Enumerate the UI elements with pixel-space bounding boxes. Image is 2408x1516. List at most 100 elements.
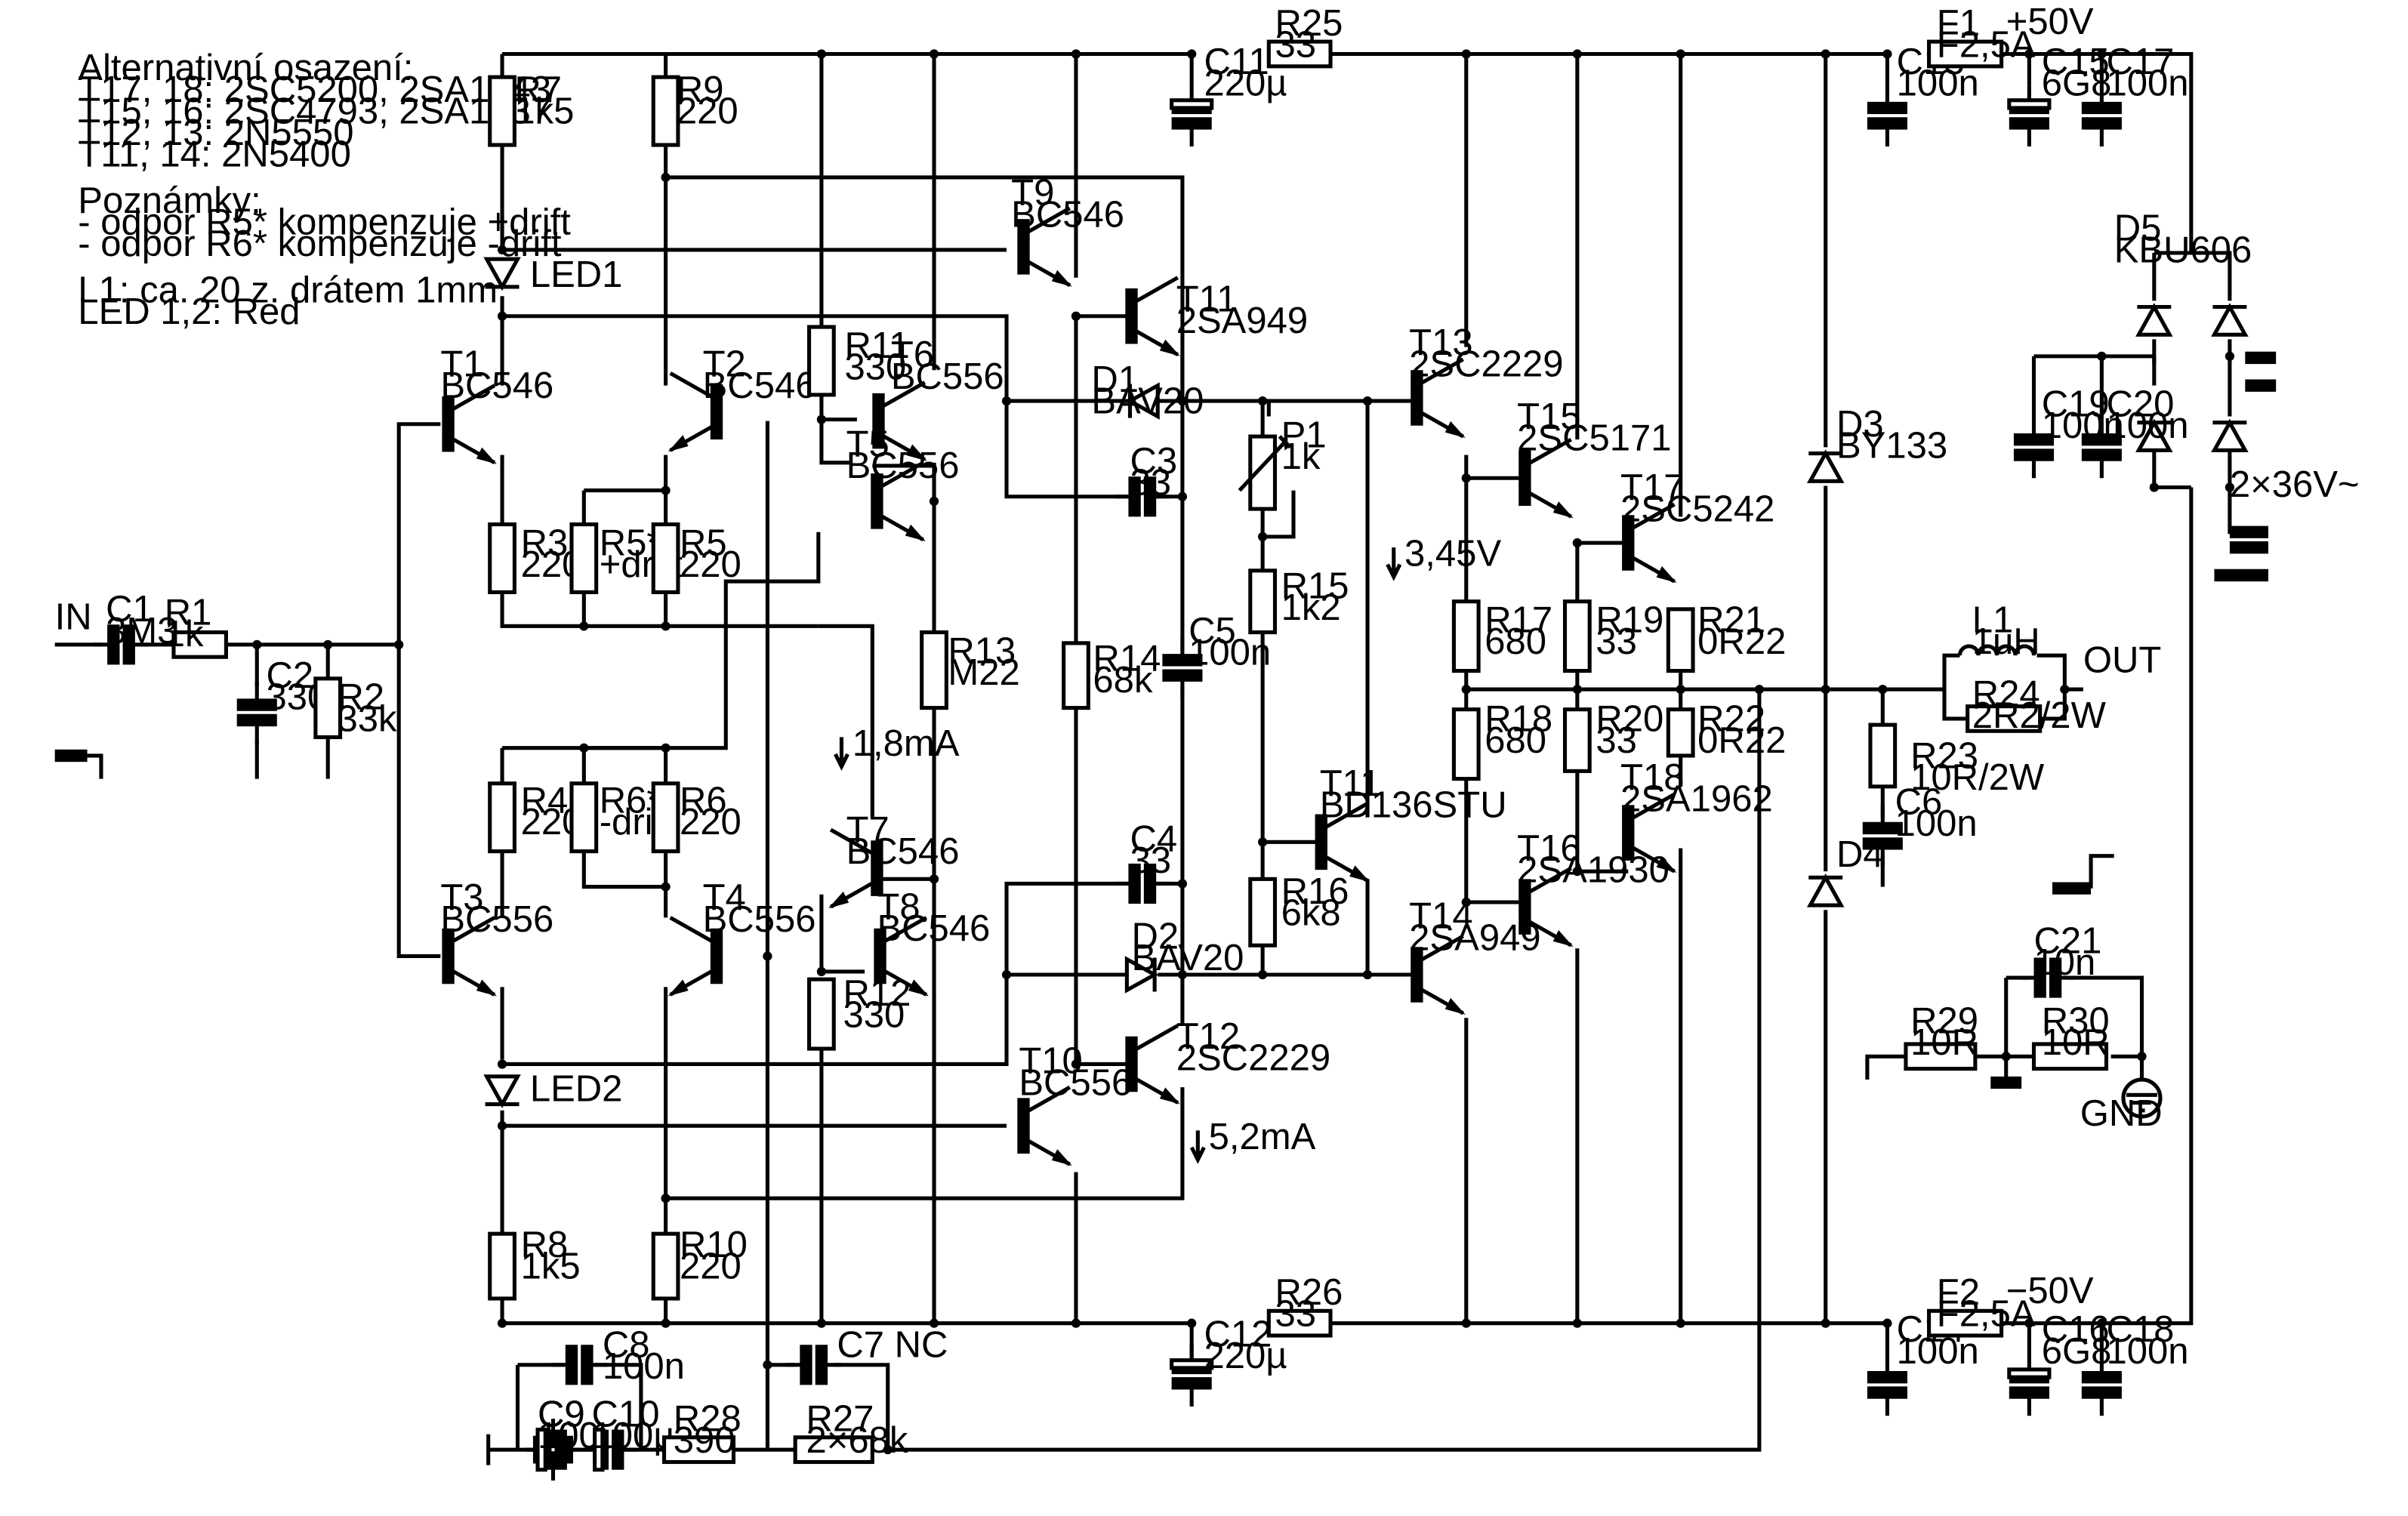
part-value: 10R xyxy=(1910,1022,1978,1063)
ref-designator: C16 xyxy=(2042,1309,2110,1350)
ref-designator: R26 xyxy=(1275,1272,1343,1313)
ref-designator: T6 xyxy=(891,334,934,375)
part-value: 220µ xyxy=(1204,1336,1287,1376)
part-value: 2R2/2W xyxy=(1972,695,2107,736)
part-value: F2,5A xyxy=(1937,25,2036,66)
part-value: 1k2 xyxy=(1281,587,1341,628)
ref-designator: R5* xyxy=(600,522,661,563)
current-1: 1,8mA xyxy=(853,723,960,764)
ref-designator: R11 xyxy=(845,325,910,366)
ref-designator: C6 xyxy=(1895,782,1943,823)
part-value: 390 xyxy=(674,1420,735,1461)
voltage-1: 3,45V xyxy=(1404,534,1501,575)
ref-designator: R2 xyxy=(337,677,384,718)
part-value: 0R22 xyxy=(1697,621,1786,662)
l1-note: L1: ca. 20 z. drátem 1mm xyxy=(78,270,498,310)
ref-designator: R15 xyxy=(1281,566,1349,607)
part-value: BC556 xyxy=(846,445,960,486)
part-value: 680 xyxy=(1485,720,1546,761)
part-value: BD136STU xyxy=(1320,785,1507,826)
part-value: 68k xyxy=(1093,660,1153,701)
plus50-label: +50V xyxy=(2006,2,2094,42)
ref-designator: R4 xyxy=(521,781,569,821)
diode-d5c xyxy=(2135,418,2173,453)
part-value: 10R xyxy=(2042,1022,2110,1063)
ref-designator: T3 xyxy=(440,877,483,918)
poz-line: - odpor R6* kompenzuje -drift xyxy=(78,223,562,264)
capacitor-c7: C7 NC xyxy=(785,1325,948,1385)
ref-designator: T7 xyxy=(846,809,890,850)
ref-designator: R28 xyxy=(674,1399,742,1440)
diode-d5d xyxy=(2211,418,2249,453)
part-value: 220µ xyxy=(1204,63,1287,104)
alt-line: T11, 14: 2N5400 xyxy=(78,134,351,175)
part-value: 2SA949 xyxy=(1176,300,1308,341)
ref-designator: C5 xyxy=(1189,611,1236,652)
ref-designator: R12 xyxy=(843,973,911,1014)
part-value: 1k xyxy=(165,614,204,655)
part-value: 220 xyxy=(680,544,742,585)
minus50-label: −50V xyxy=(2006,1271,2094,1311)
part-value: 2SC2229 xyxy=(1409,344,1563,384)
labels: IN OUT GND +50V −50V 2×36V~ 1,8mA 5,2mA … xyxy=(55,2,2360,1311)
part-value: 1k5 xyxy=(521,1246,581,1286)
part-value: 330 xyxy=(843,994,905,1035)
part-value: 1uH xyxy=(1972,621,2040,662)
ref-designator: T4 xyxy=(703,877,746,918)
ref-designator: D1 xyxy=(1091,359,1139,400)
ground-symbol xyxy=(2121,1077,2163,1119)
ref-designator: C1 xyxy=(106,589,153,630)
ref-designator: D2 xyxy=(1131,916,1179,957)
notes-block: Alternativní osazení: T17, 18: 2SC5200, … xyxy=(78,48,571,332)
poz-title: Poznámky: xyxy=(78,180,261,221)
ref-designator: T12 xyxy=(1176,1016,1240,1057)
ref-designator: T17 xyxy=(1620,467,1684,508)
ref-designator: C21 xyxy=(2033,920,2101,961)
ref-designator: L1 xyxy=(1972,600,2014,641)
part-value: 2SA1962 xyxy=(1620,778,1773,819)
ref-designator: D3 xyxy=(1836,404,1884,445)
ref-designator: C4 xyxy=(1130,819,1177,860)
part-value: 2SC5242 xyxy=(1620,488,1774,529)
part-value: BAV20 xyxy=(1131,938,1244,978)
ref-designator: R19 xyxy=(1596,600,1663,641)
ref-designator: T9 xyxy=(1011,173,1054,214)
part-value: BC546 xyxy=(846,831,960,872)
ref-designator: R16 xyxy=(1281,871,1349,912)
part-value: 10n xyxy=(2033,942,2095,983)
ref-designator: R9 xyxy=(677,69,724,110)
